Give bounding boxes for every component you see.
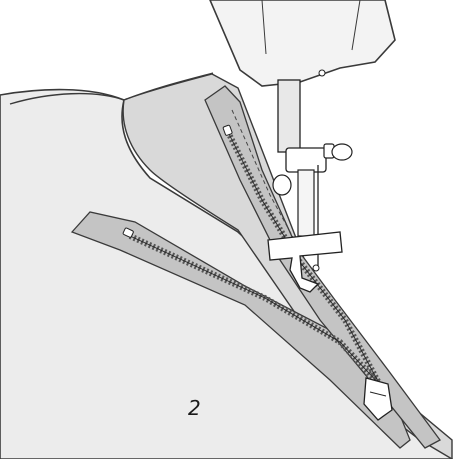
zipper-foot [267, 231, 343, 293]
stitch-line [231, 109, 301, 251]
sewing-machine-panel-line [261, 0, 361, 55]
zipper-teeth-left-edge [129, 235, 381, 386]
zipper-top-stop-left [122, 227, 134, 238]
zipper-slider [363, 377, 393, 421]
zipper-tape-right [204, 85, 441, 449]
sewing-machine-body [209, 0, 396, 87]
presser-foot-clamp [272, 143, 353, 196]
machine-screw [318, 69, 326, 77]
presser-foot-shank [297, 169, 315, 237]
step-number-label: 2 [188, 396, 201, 420]
presser-bar [277, 79, 301, 153]
zipper-top-stop-right [222, 124, 233, 136]
